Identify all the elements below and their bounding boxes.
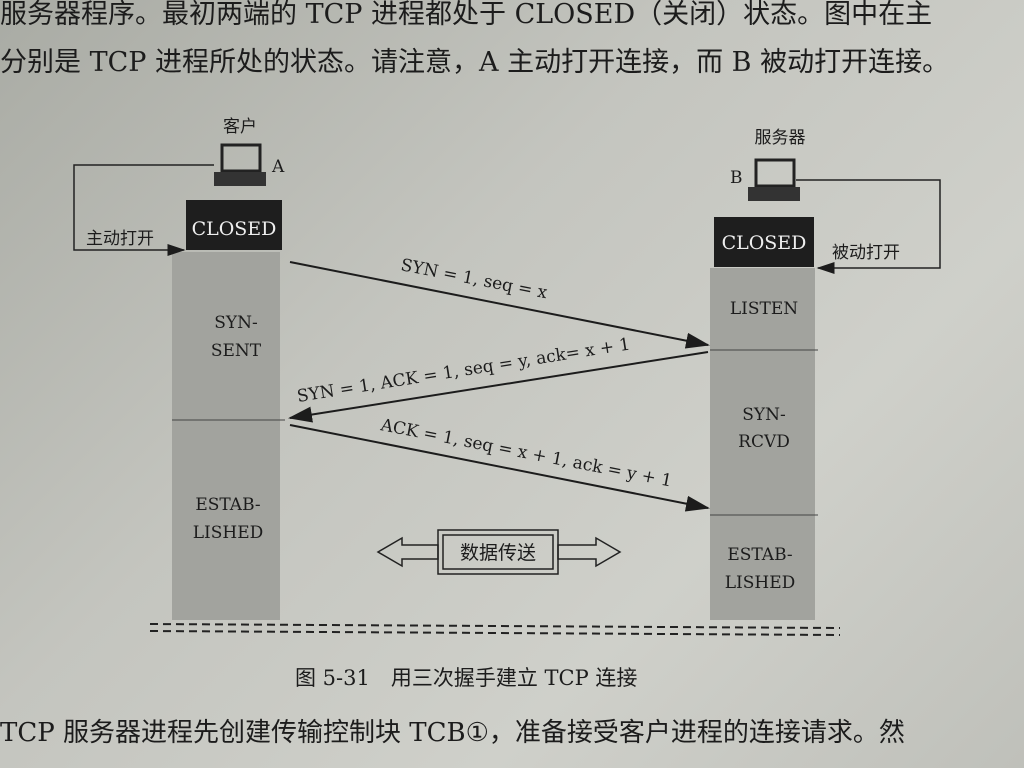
server-state-syn-rcvd-2: RCVD bbox=[738, 432, 790, 452]
server-id: B bbox=[730, 168, 743, 188]
client-computer-icon bbox=[214, 143, 266, 186]
figure-caption: 图 5-31 用三次握手建立 TCP 连接 bbox=[295, 666, 638, 690]
syn-message-label: SYN = 1, seq = x bbox=[399, 255, 549, 303]
client-state-syn-sent-1: SYN- bbox=[214, 313, 258, 333]
syn-ack-message-label: SYN = 1, ACK = 1, seq = y, ack= x + 1 bbox=[296, 334, 632, 406]
server-closed-box bbox=[714, 217, 814, 267]
data-arrow-left-icon bbox=[376, 536, 439, 568]
syn-ack-arrow bbox=[288, 351, 709, 423]
server-timeline bbox=[710, 268, 815, 620]
data-arrow-right-icon bbox=[557, 536, 622, 568]
ack-arrow bbox=[289, 424, 710, 512]
server-state-listen: LISTEN bbox=[730, 299, 798, 319]
active-open-label: 主动打开 bbox=[86, 229, 154, 249]
server-computer-icon bbox=[748, 158, 800, 201]
server-state-established-1: ESTAB- bbox=[727, 545, 792, 565]
server-state-syn-rcvd-1: SYN- bbox=[742, 405, 786, 425]
active-open-arrow bbox=[73, 164, 214, 256]
body-text-line-1: 服务器程序。最初两端的 TCP 进程都处于 CLOSED（关闭）状态。图中在主 bbox=[0, 0, 933, 30]
server-closed-state: CLOSED bbox=[722, 232, 807, 254]
client-state-established-1: ESTAB- bbox=[195, 495, 260, 515]
client-state-established-2: LISHED bbox=[193, 523, 264, 543]
server-label: 服务器 bbox=[755, 128, 806, 148]
timeline-end-dash bbox=[149, 623, 841, 629]
client-closed-box bbox=[186, 200, 282, 250]
client-label: 客户 bbox=[223, 117, 257, 137]
body-text-line-2: 分别是 TCP 进程所处的状态。请注意，A 主动打开连接，而 B 被动打开连接。 bbox=[0, 47, 950, 78]
syn-arrow bbox=[289, 261, 710, 349]
client-state-syn-sent-2: SENT bbox=[211, 341, 262, 361]
client-timeline bbox=[172, 252, 280, 620]
server-state-established-2: LISHED bbox=[725, 573, 796, 593]
passive-open-arrow bbox=[796, 179, 941, 274]
passive-open-label: 被动打开 bbox=[832, 243, 900, 263]
data-transfer-box bbox=[437, 529, 559, 575]
client-id: A bbox=[271, 157, 285, 177]
data-transfer-label: 数据传送 bbox=[460, 542, 536, 564]
ack-message-label: ACK = 1, seq = x + 1, ack = y + 1 bbox=[378, 415, 673, 491]
client-closed-state: CLOSED bbox=[192, 218, 277, 240]
body-text-line-3: TCP 服务器进程先创建传输控制块 TCB①，准备接受客户进程的连接请求。然 bbox=[0, 718, 905, 748]
